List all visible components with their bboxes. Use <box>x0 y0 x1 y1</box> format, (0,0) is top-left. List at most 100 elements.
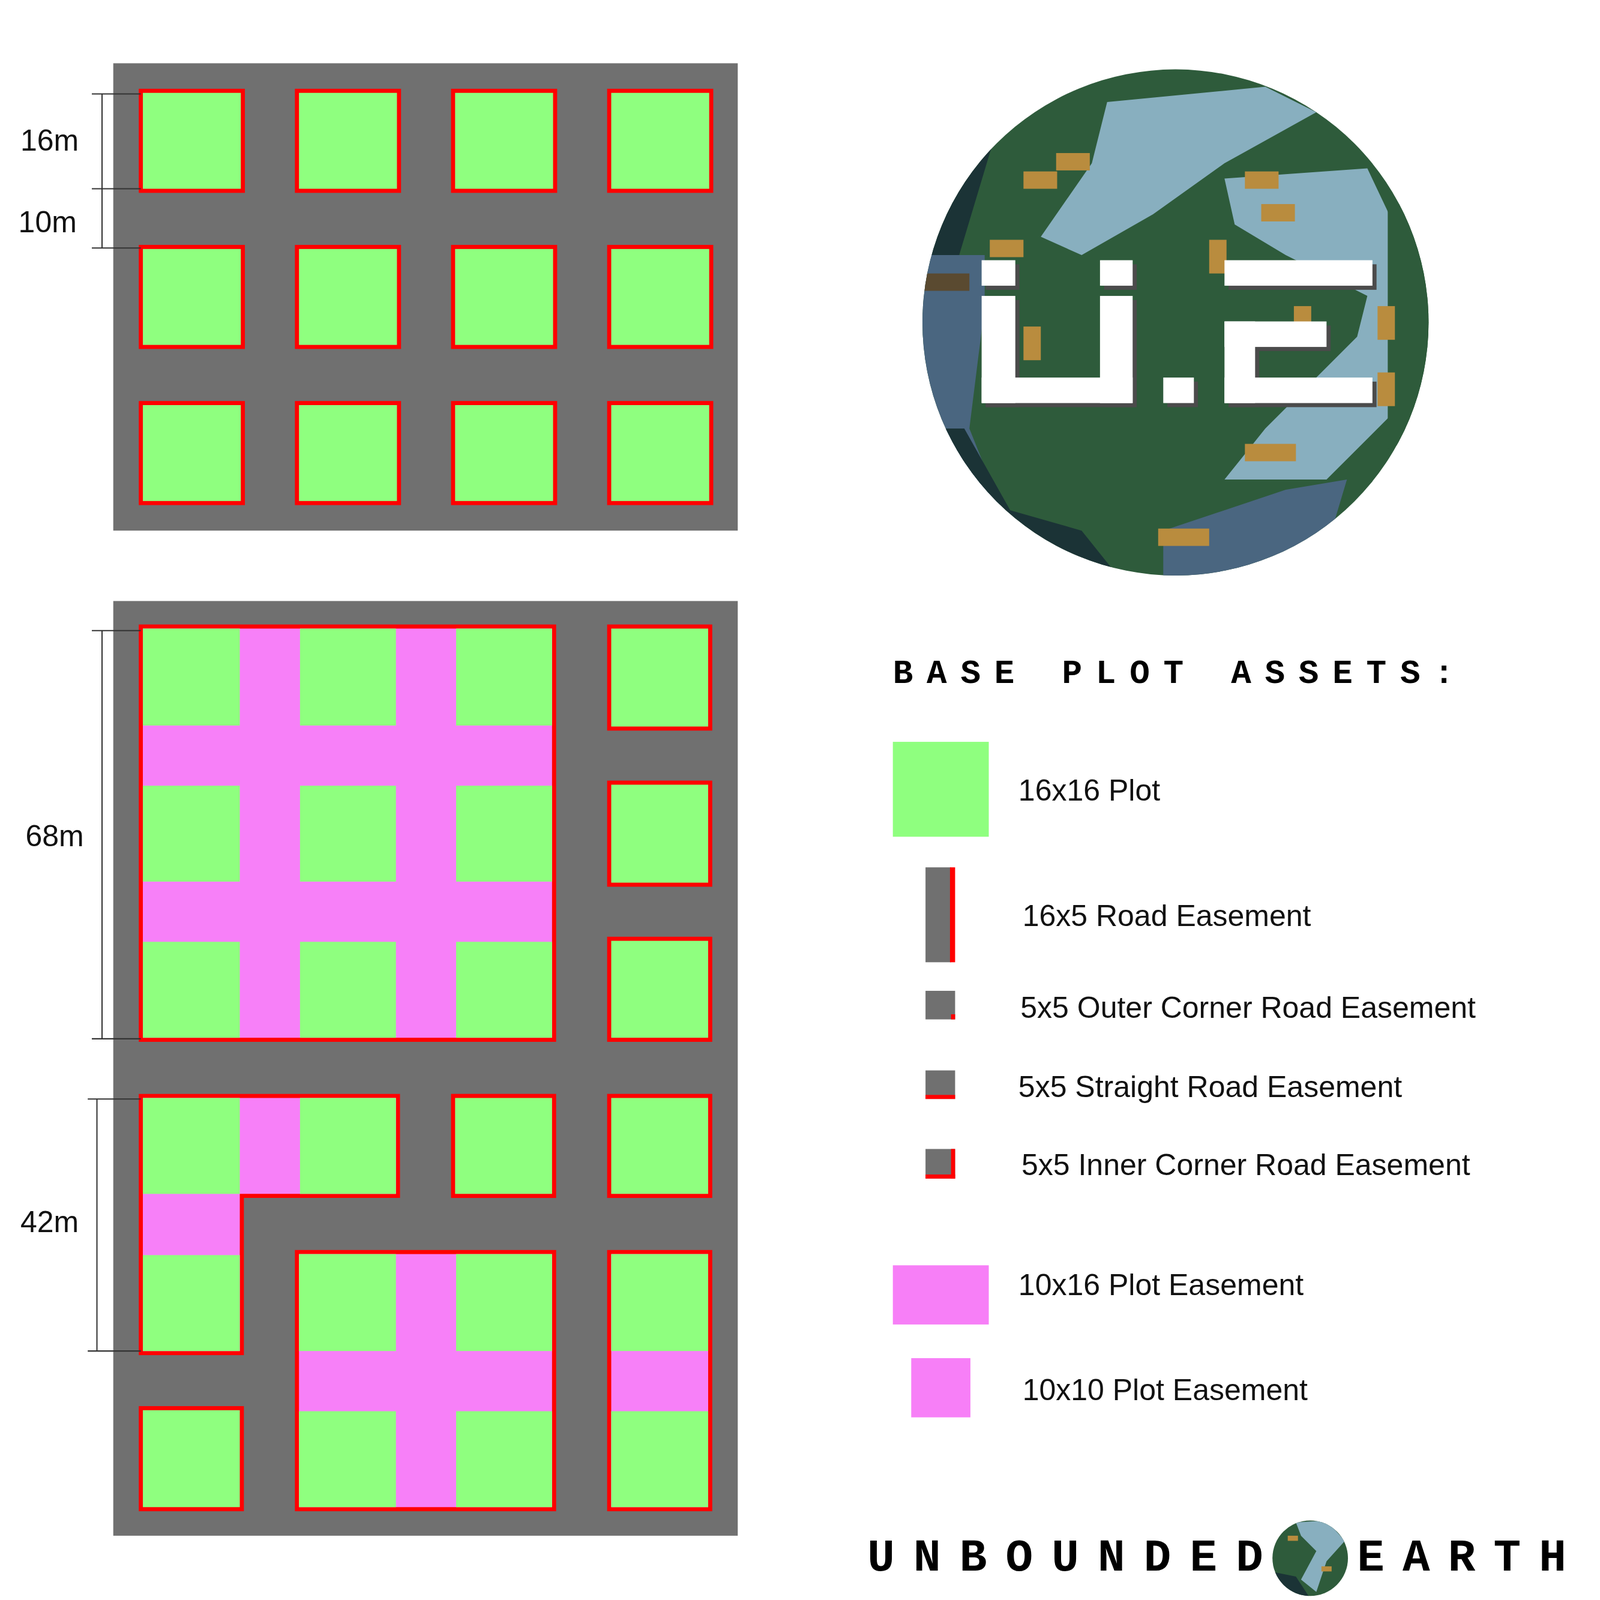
plot <box>141 403 244 504</box>
globe-land <box>1387 204 1439 449</box>
wordmark-globe <box>1270 1518 1353 1600</box>
plot <box>297 246 400 347</box>
legend-text-holder: 16x16 Plot <box>1018 773 1161 809</box>
plot <box>609 403 712 504</box>
dimension-label: 68m <box>25 819 85 855</box>
legend-text: 16x16 Plot <box>1018 773 1161 809</box>
legend-heading-holder: BASE PLOT ASSETS: <box>893 655 1468 694</box>
legend-text-holder: 5x5 Outer Corner Road Easement <box>1020 990 1476 1026</box>
logo-globe <box>918 61 1439 582</box>
road-ground <box>113 63 739 531</box>
plot <box>609 246 712 347</box>
road-sample <box>925 1070 955 1100</box>
plot-column <box>609 626 710 1041</box>
dimension-label-holder: 10m <box>18 205 77 241</box>
legend-text: 10x10 Plot Easement <box>1022 1373 1308 1409</box>
plot-cell <box>610 1410 709 1507</box>
plot <box>609 782 710 885</box>
plot-cell <box>610 1254 709 1352</box>
dimension-label-holder: 16m <box>20 123 79 159</box>
dimension-label: 42m <box>20 1205 79 1240</box>
plot-cell <box>456 785 553 882</box>
dimension-line <box>101 93 103 248</box>
legend-text: 5x5 Straight Road Easement <box>1018 1070 1402 1106</box>
l-shaped-plot <box>141 1095 398 1353</box>
bottom-grid <box>113 600 739 1536</box>
legend-text-holder: 5x5 Inner Corner Road Easement <box>1021 1148 1471 1183</box>
globe-sand <box>1287 1535 1299 1542</box>
plot-cell <box>456 628 553 726</box>
plot-cell <box>298 1410 397 1507</box>
road-edge <box>950 867 956 963</box>
road-sample <box>925 990 955 1020</box>
plot <box>453 246 556 347</box>
plot-cell <box>456 1410 553 1507</box>
plot-cell <box>142 785 241 882</box>
globe-sand <box>1321 1566 1332 1572</box>
globe-edge <box>918 61 1021 256</box>
plot <box>609 1095 710 1197</box>
letter-shapes <box>981 260 1373 404</box>
dimension-tick <box>91 1038 142 1040</box>
plot <box>453 1095 554 1197</box>
dimension-lines <box>87 93 141 1351</box>
dimension-label: 16m <box>20 123 79 159</box>
plot-cells <box>142 1097 397 1351</box>
dimension-tick <box>87 1350 141 1352</box>
plot-row <box>141 90 712 503</box>
legend-text-holder: 10x16 Plot Easement <box>1018 1268 1304 1304</box>
road-edge <box>925 1174 955 1179</box>
globe-sea <box>1295 1520 1345 1592</box>
dimension-tick <box>87 1098 141 1100</box>
dimension-line <box>96 1098 98 1351</box>
road-edge <box>951 1014 956 1020</box>
plot <box>297 403 400 504</box>
dimension-line <box>101 630 103 1039</box>
legend-swatch <box>893 1265 990 1325</box>
dimension-tick <box>91 630 142 632</box>
legend-text-holder: 10x10 Plot Easement <box>1022 1373 1308 1409</box>
road-sample <box>925 1148 955 1179</box>
globe-land <box>918 61 1439 582</box>
plot-cell <box>298 1254 397 1352</box>
globe-edge <box>918 428 1123 582</box>
merged-plot <box>297 1251 554 1509</box>
dimension-label-holder: 68m <box>25 819 85 855</box>
plot-row <box>141 1095 711 1510</box>
legend-text: 5x5 Outer Corner Road Easement <box>1020 990 1476 1026</box>
plot-cell <box>142 628 241 726</box>
plot <box>141 1407 242 1509</box>
wordmark-text: UNBOUNDED <box>867 1533 1282 1585</box>
plot-cell <box>300 1097 397 1194</box>
plot <box>453 90 556 191</box>
plot-cells <box>298 1254 553 1508</box>
plot <box>297 90 400 191</box>
plot <box>141 90 244 191</box>
dimension-tick <box>91 188 142 190</box>
merged-plot <box>141 626 555 1041</box>
road-ground <box>113 600 739 1536</box>
globe-sand <box>989 153 1395 547</box>
legend-text: 10x16 Plot Easement <box>1018 1268 1304 1304</box>
merged-plot <box>609 1251 710 1509</box>
plot-cell <box>142 1254 241 1351</box>
legend-text-holder: 16x5 Road Easement <box>1022 899 1312 934</box>
plot-cell <box>142 941 241 1038</box>
plot-cell <box>456 1254 553 1352</box>
road-sample <box>925 867 952 963</box>
road-easement-samples <box>925 867 955 1179</box>
plot-cells <box>142 628 553 1038</box>
legend-text-holder: 5x5 Straight Road Easement <box>1018 1070 1402 1106</box>
globe-land <box>1270 1518 1353 1600</box>
legend-text: 16x5 Road Easement <box>1022 899 1312 934</box>
plot <box>609 90 712 191</box>
dimension-tick <box>91 247 142 249</box>
wordmark-text-holder: UNBOUNDED <box>867 1533 1282 1585</box>
globe-sea <box>1224 168 1414 481</box>
plot-cell <box>300 628 397 726</box>
dimension-label-holder: 42m <box>20 1205 79 1240</box>
road-edge <box>925 1094 955 1099</box>
dimension-label: 10m <box>18 205 77 241</box>
plot <box>141 246 244 347</box>
